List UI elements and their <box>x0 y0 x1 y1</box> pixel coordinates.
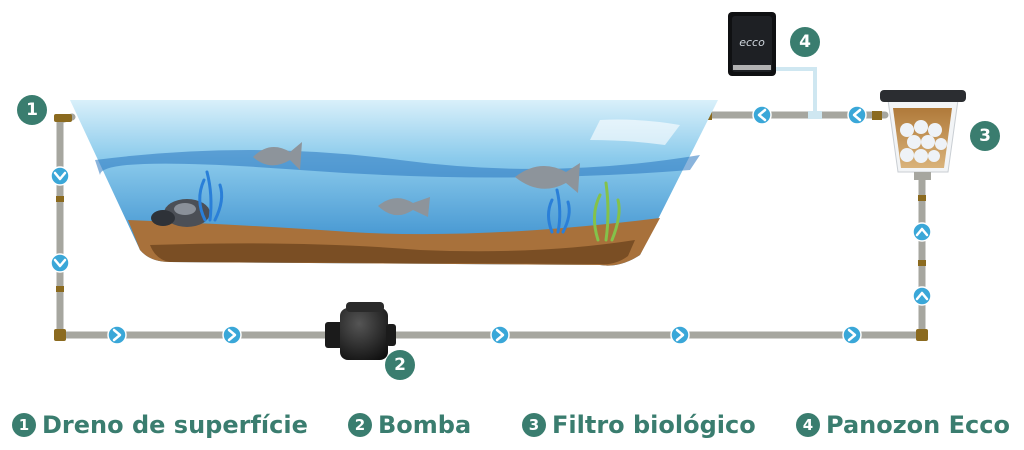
fish-2 <box>378 197 430 217</box>
biological-filter <box>880 90 966 180</box>
pipe-joints <box>54 111 928 341</box>
legend-item-filter: 3 Filtro biológico <box>522 405 756 445</box>
marker-ozone: 4 <box>790 27 820 57</box>
pond-water <box>70 100 718 266</box>
pond-bed-layer <box>150 240 635 265</box>
flow-arrow-down <box>50 253 70 273</box>
flow-arrow-down <box>50 166 70 186</box>
flow-arrow-right <box>670 325 690 345</box>
legend-number: 3 <box>522 413 546 437</box>
legend-item-drain: 1 Dreno de superfície <box>12 405 308 445</box>
pond <box>70 100 718 266</box>
rocks <box>151 199 210 227</box>
flow-arrow-right <box>222 325 242 345</box>
flow-arrows <box>50 105 932 345</box>
marker-filter: 3 <box>970 121 1000 151</box>
water-highlight <box>590 119 680 145</box>
fish <box>253 142 580 217</box>
legend-number: 2 <box>348 413 372 437</box>
legend-number: 4 <box>796 413 820 437</box>
flow-arrow-left <box>847 105 867 125</box>
legend-label: Dreno de superfície <box>42 411 308 439</box>
fish-3 <box>515 163 580 193</box>
filter-media <box>900 120 947 163</box>
legend-label: Panozon Ecco <box>826 411 1010 439</box>
device-brand-text: ecco <box>739 36 765 49</box>
marker-pump: 2 <box>385 350 415 380</box>
legend-item-ozone: 4 Panozon Ecco <box>796 405 1010 445</box>
legend-label: Filtro biológico <box>552 411 756 439</box>
flow-arrow-up <box>912 222 932 242</box>
flow-arrow-right <box>490 325 510 345</box>
marker-drain: 1 <box>17 95 47 125</box>
legend-item-pump: 2 Bomba <box>348 405 471 445</box>
ozone-generator: ecco <box>728 12 776 76</box>
fish-1 <box>253 142 302 170</box>
flow-arrow-left <box>752 105 772 125</box>
legend-label: Bomba <box>378 411 472 439</box>
flow-arrow-right <box>107 325 127 345</box>
legend-number: 1 <box>12 413 36 437</box>
pump <box>325 302 396 360</box>
plants <box>198 170 621 242</box>
flow-arrow-right <box>842 325 862 345</box>
flow-arrow-up <box>912 286 932 306</box>
ozone-injection-line <box>768 67 817 114</box>
